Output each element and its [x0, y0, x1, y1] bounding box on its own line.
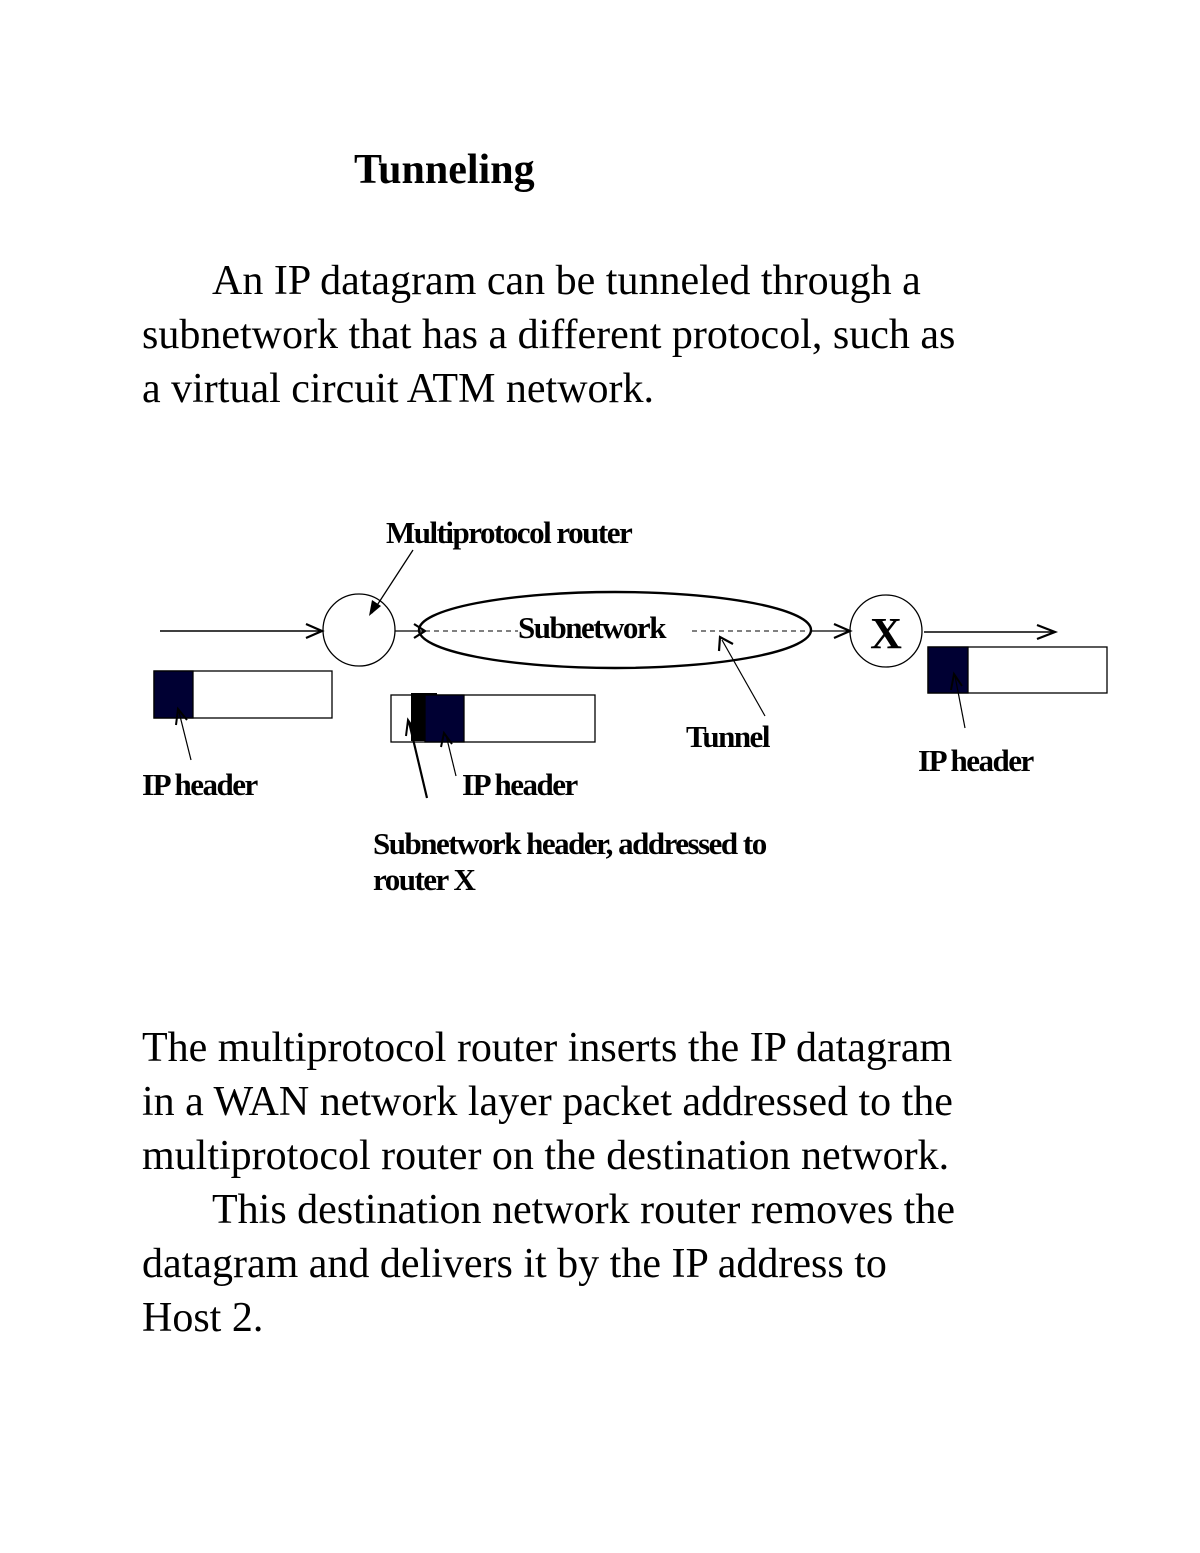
multiprotocol-router-pointer — [371, 549, 414, 614]
ip-header-middle-pointer — [445, 734, 457, 777]
body-line-3: multiprotocol router on the destination … — [142, 1133, 950, 1179]
subnetwork-header-arrowhead — [405, 717, 417, 737]
body-line-2: in a WAN network layer packet addressed … — [142, 1079, 953, 1125]
subnetwork-header-label-line1: Subnetwork header, addressed to — [373, 826, 767, 861]
subnetwork-header-pointer — [407, 721, 429, 799]
body-line-5: datagram and delivers it by the IP addre… — [142, 1241, 887, 1287]
router-x-node — [849, 594, 923, 668]
pointer-arrowhead — [369, 600, 381, 616]
intro-paragraph: An IP datagram can be tunneled through a… — [142, 254, 1102, 416]
ip-header-block-right — [927, 646, 969, 694]
body-line-1: The multiprotocol router inserts the IP … — [142, 1025, 953, 1071]
ip-header-left-label: IP header — [142, 767, 259, 802]
ip-header-left-pointer — [178, 711, 192, 761]
subnetwork-header-label-line2: router X — [373, 862, 476, 897]
body-paragraph: The multiprotocol router inserts the IP … — [142, 1021, 1102, 1345]
ip-header-left-arrowhead — [175, 706, 188, 726]
ip-header-right-label: IP header — [918, 743, 1035, 778]
tunnel-pointer-arrowhead — [717, 635, 734, 652]
intro-line-1: An IP datagram can be tunneled through a — [212, 258, 921, 304]
tunnel-label: Tunnel — [686, 719, 771, 754]
multiprotocol-router-label: Multiprotocol router — [386, 515, 633, 550]
page-title: Tunneling — [354, 147, 535, 193]
intro-line-3: a virtual circuit ATM network. — [142, 366, 655, 412]
tunnel-pointer — [721, 639, 766, 717]
ip-header-middle-arrowhead — [440, 730, 453, 748]
ip-header-block-left — [153, 670, 194, 719]
ip-header-right-arrowhead — [950, 671, 963, 691]
ip-header-right-pointer — [954, 675, 966, 729]
body-line-6: Host 2. — [142, 1295, 264, 1341]
intro-line-2: subnetwork that has a different protocol… — [142, 312, 956, 358]
multiprotocol-router-node — [322, 593, 396, 667]
outgoing-arrowhead — [1036, 623, 1059, 641]
body-line-4: This destination network router removes … — [212, 1187, 955, 1233]
subnetwork-ellipse — [417, 590, 813, 670]
subnetwork-label: Subnetwork — [518, 610, 667, 645]
router-x-label: X — [870, 609, 902, 658]
ip-header-middle-label: IP header — [462, 767, 579, 802]
incoming-arrowhead — [305, 622, 325, 640]
